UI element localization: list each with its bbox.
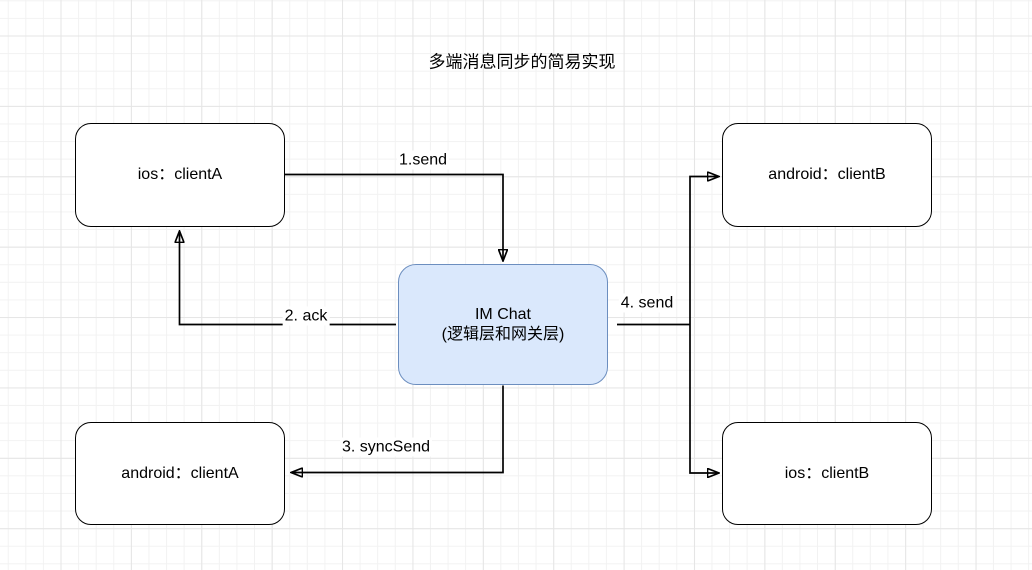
node-android-clientA[interactable]: android：clientA [75, 422, 285, 525]
edge-syncsend3[interactable] [291, 385, 504, 473]
node-im-chat[interactable]: IM Chat (逻辑层和网关层) [398, 264, 608, 385]
diagram-title: 多端消息同步的简易实现 [428, 52, 616, 72]
node-ios-clientB-label: ios：clientB [784, 464, 870, 482]
edge-label-send4[interactable]: 4. send [618, 293, 676, 313]
node-ios-clientB[interactable]: ios：clientB [722, 422, 932, 525]
node-im-chat-line2: (逻辑层和网关层) [441, 325, 565, 343]
node-ios-clientA[interactable]: ios：clientA [75, 123, 285, 227]
node-android-clientB-label: android：clientB [768, 166, 886, 183]
edge-send4-up[interactable] [689, 177, 719, 325]
node-android-clientB[interactable]: android：clientB [722, 123, 932, 227]
node-android-clientA-label: android：clientA [121, 464, 239, 482]
edge-label-ack2[interactable]: 2. ack [282, 306, 330, 326]
edge-label-syncsend3[interactable]: 3. syncSend [339, 437, 433, 457]
edge-send4-down[interactable] [689, 324, 719, 474]
node-im-chat-line1: IM Chat [474, 305, 531, 323]
edge-label-send1[interactable]: 1.send [396, 150, 450, 170]
edge-send1[interactable] [285, 173, 503, 262]
node-ios-clientA-label: ios：clientA [137, 166, 223, 183]
